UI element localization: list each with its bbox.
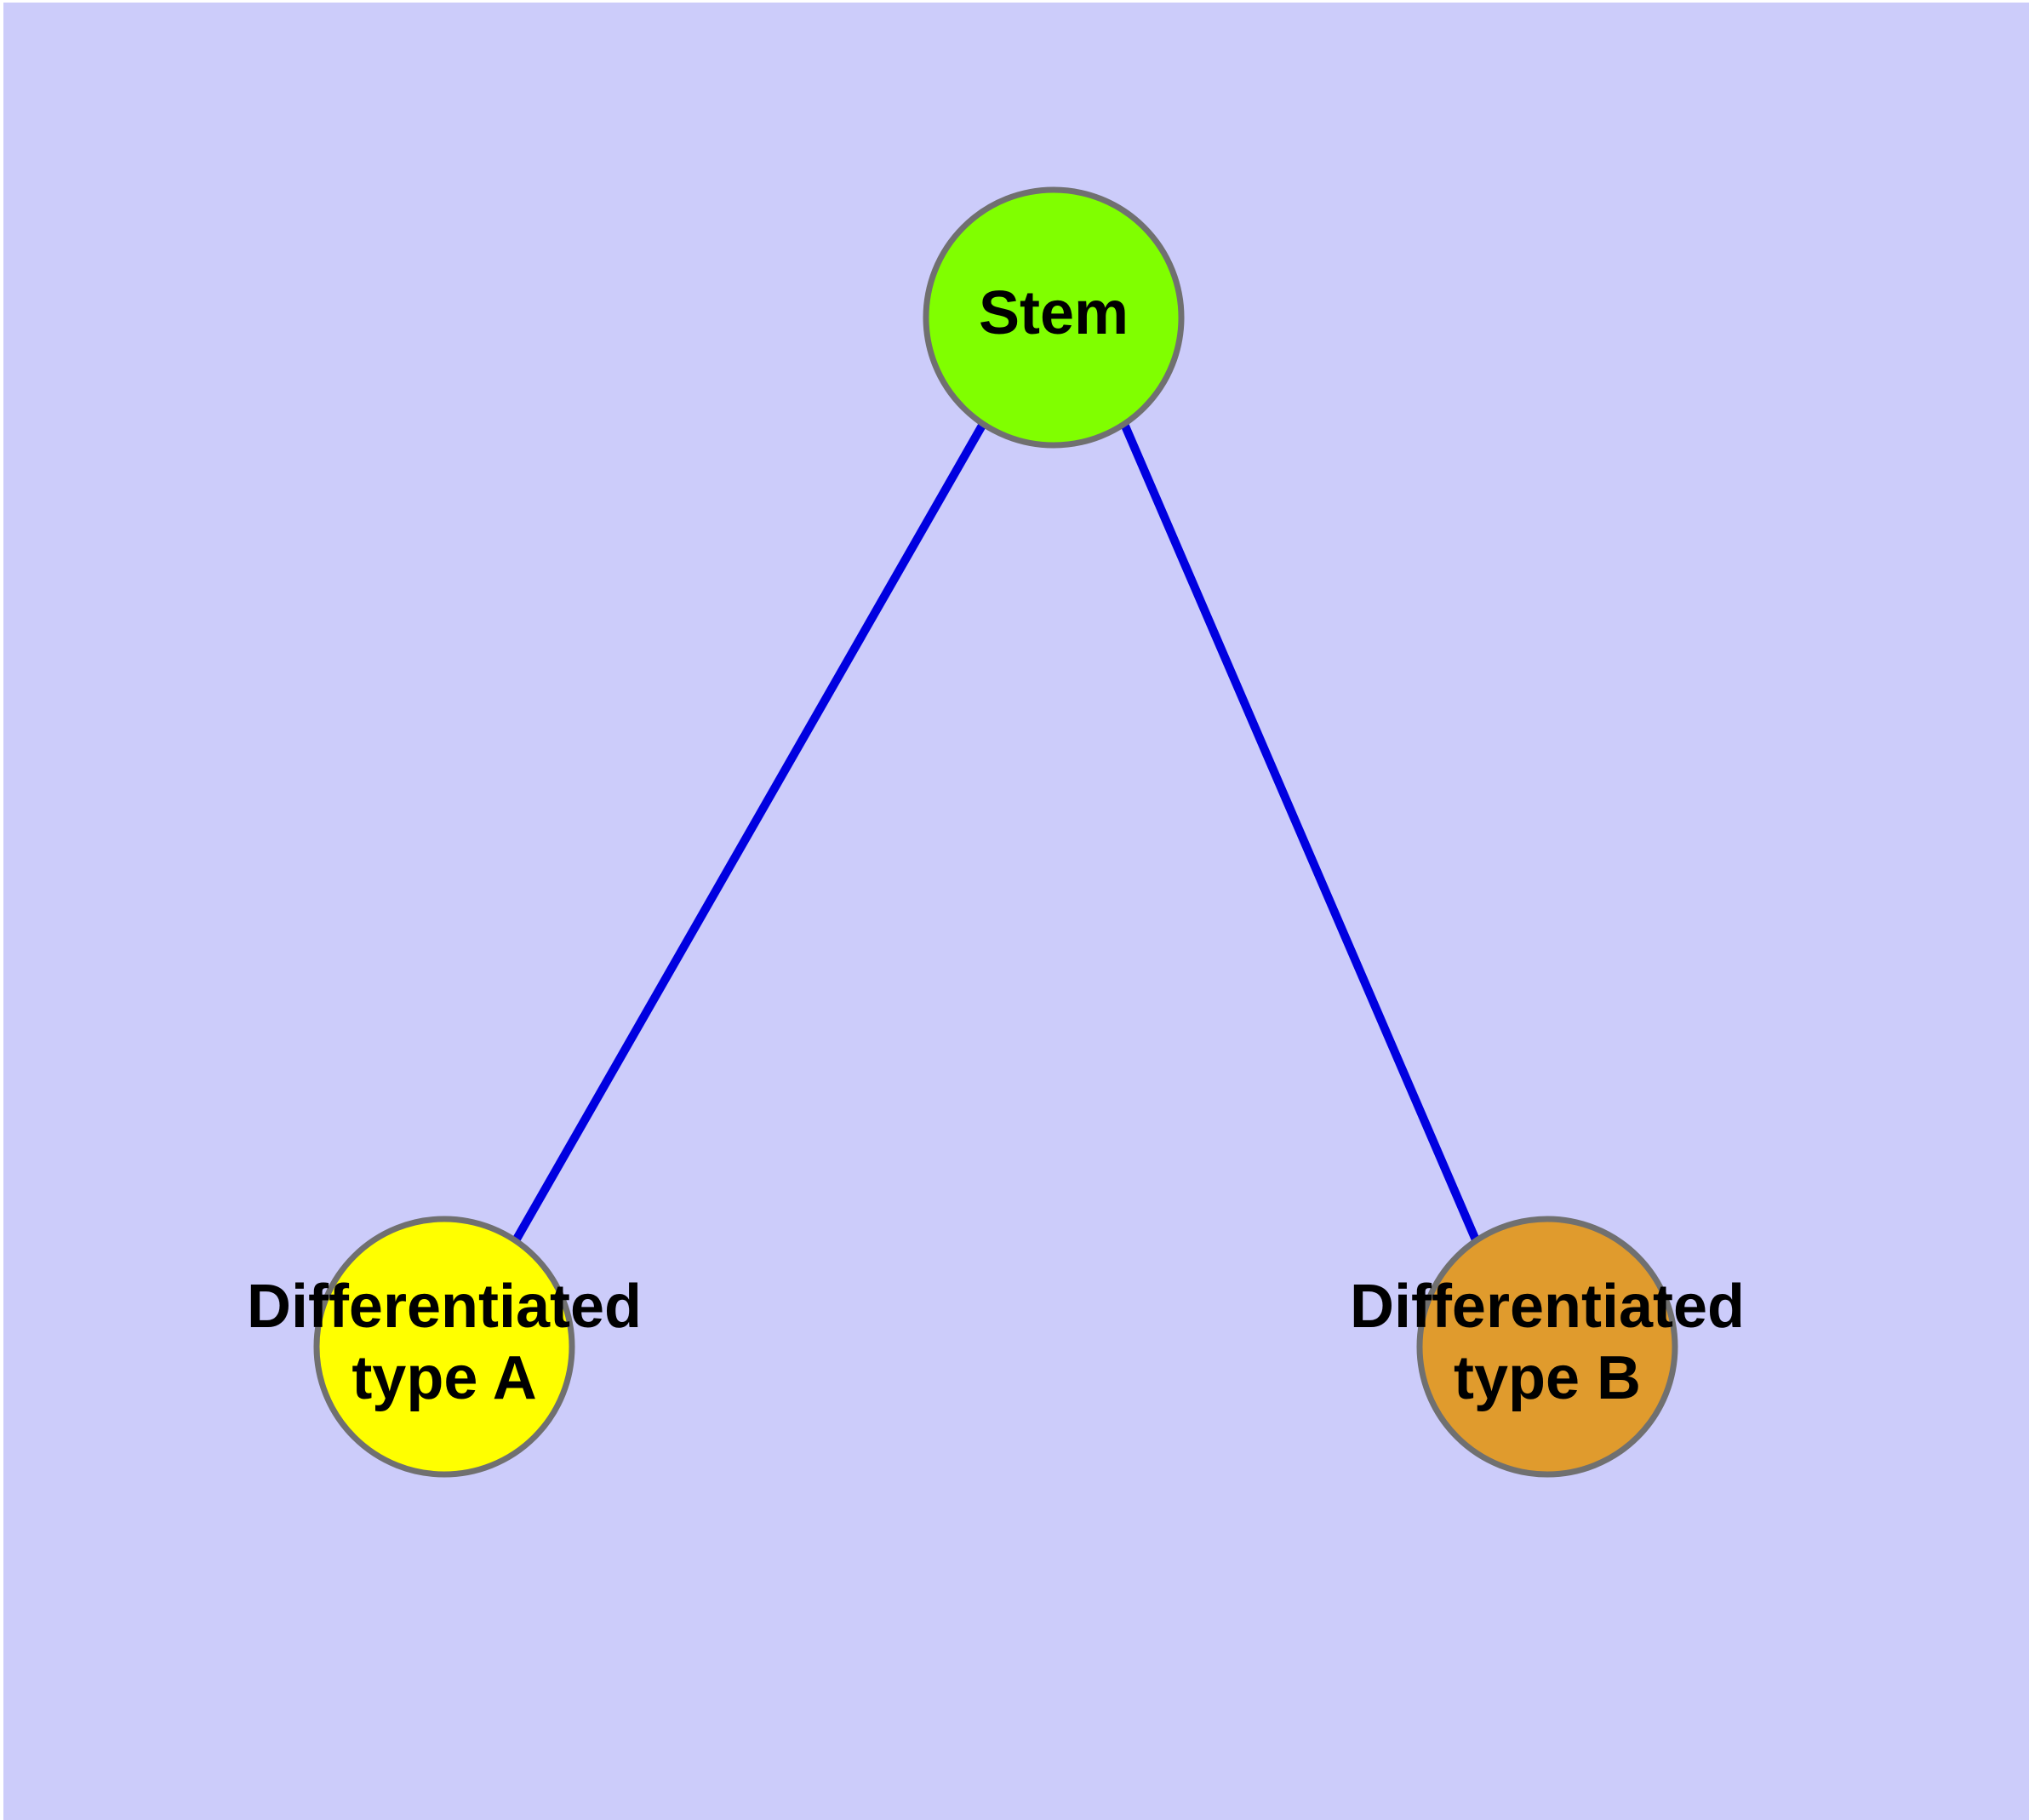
- node-differentiated-type-b-circle[interactable]: [1416, 1216, 1678, 1478]
- node-differentiated-type-a-circle[interactable]: [313, 1216, 575, 1478]
- node-stem[interactable]: [923, 186, 1185, 449]
- node-stem-circle[interactable]: [923, 186, 1185, 449]
- nodes-group: [313, 186, 1678, 1478]
- edges-group: [511, 421, 1481, 1245]
- node-differentiated-type-a[interactable]: [313, 1216, 575, 1478]
- node-differentiated-type-b[interactable]: [1416, 1216, 1678, 1478]
- node-stem-label: Stem: [979, 279, 1129, 347]
- edge-stem-to-differentiated-type-b: [1120, 422, 1481, 1244]
- edge-stem-to-differentiated-type-a: [511, 421, 987, 1245]
